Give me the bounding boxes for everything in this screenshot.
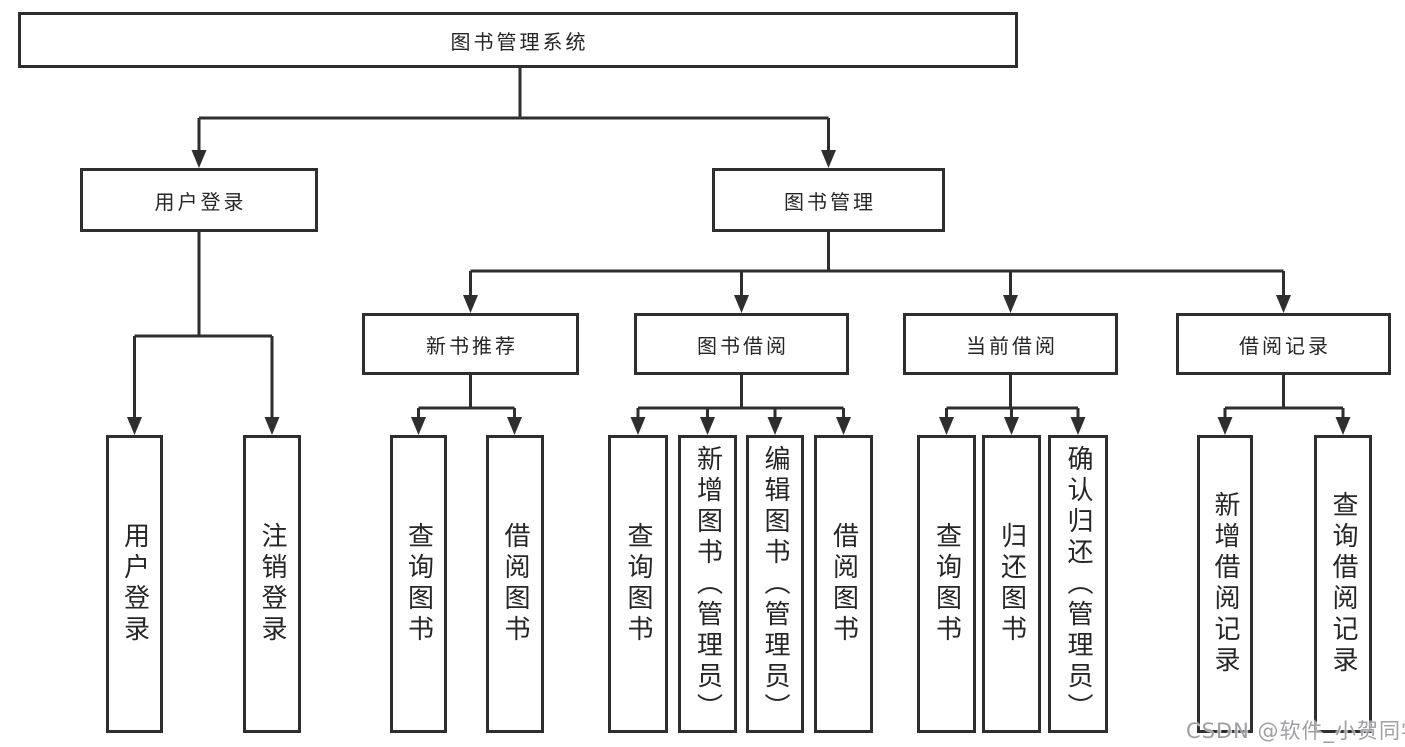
leaf-add-books-admin: 新增图书（管理员）	[678, 435, 737, 733]
arrow-icon	[191, 150, 207, 168]
node-label: 编辑图书（管理员）	[760, 444, 790, 724]
arrow-icon	[1070, 417, 1086, 435]
node-label: 新增借阅记录	[1210, 491, 1240, 677]
node-label: 新书推荐	[426, 333, 518, 358]
node-label: 当前借阅	[966, 333, 1058, 358]
arrow-icon	[1003, 295, 1018, 313]
node-label: 用户登录	[154, 189, 247, 214]
node-current-borrow: 当前借阅	[903, 313, 1118, 375]
node-label: 借阅图书	[828, 522, 859, 646]
node-user-login: 用户登录	[80, 168, 318, 232]
node-label: 确认归还（管理员）	[1063, 444, 1093, 724]
csdn-watermark: CSDN @软件_小贺同学	[1186, 719, 1405, 743]
arrow-icon	[734, 295, 749, 313]
node-label: 新增图书（管理员）	[692, 444, 723, 724]
node-label: 图书管理	[784, 189, 876, 214]
arrow-icon	[264, 417, 280, 435]
node-label: 查询图书	[403, 522, 434, 646]
connector-new-book-branch	[417, 375, 516, 419]
leaf-query-borrow-record: 查询借阅记录	[1314, 435, 1372, 733]
node-label: 借阅图书	[500, 522, 530, 646]
arrow-icon	[1276, 295, 1291, 313]
leaf-query-books-1: 查询图书	[390, 435, 447, 733]
node-label: 注销登录	[257, 522, 287, 646]
node-root-system: 图书管理系统	[18, 12, 1018, 68]
arrow-icon	[767, 417, 783, 435]
leaf-edit-books-admin: 编辑图书（管理员）	[746, 435, 804, 733]
connector-current-borrow-branch	[945, 375, 1080, 419]
node-borrow-records: 借阅记录	[1176, 313, 1391, 375]
arrow-icon	[700, 417, 715, 435]
node-label: 查询借阅记录	[1328, 491, 1358, 677]
node-label: 图书借阅	[697, 333, 789, 358]
arrow-icon	[1217, 417, 1233, 435]
leaf-query-books-3: 查询图书	[917, 435, 976, 733]
arrow-icon	[939, 417, 954, 435]
leaf-add-borrow-record: 新增借阅记录	[1197, 435, 1253, 733]
leaf-borrow-books-1: 借阅图书	[486, 435, 544, 733]
arrow-icon	[463, 295, 478, 313]
arrowheads	[127, 150, 1351, 435]
arrow-icon	[1004, 417, 1019, 435]
node-label: 查询图书	[931, 522, 962, 646]
arrow-icon	[127, 417, 142, 435]
node-label: 图书管理系统	[450, 29, 589, 54]
arrow-icon	[507, 417, 522, 435]
arrow-icon	[630, 417, 646, 435]
node-book-management: 图书管理	[712, 168, 945, 232]
arrow-icon	[1335, 417, 1351, 435]
leaf-user-login: 用户登录	[106, 435, 163, 733]
arrow-icon	[836, 417, 851, 435]
node-label: 用户登录	[119, 522, 150, 646]
node-new-book-recommend: 新书推荐	[362, 313, 579, 375]
arrow-icon	[411, 417, 426, 435]
node-label: 查询图书	[623, 522, 653, 646]
node-book-borrow: 图书借阅	[634, 313, 849, 375]
leaf-borrow-books-2: 借阅图书	[814, 435, 873, 733]
connector-borrow-records-branch	[1223, 375, 1345, 419]
leaf-logout: 注销登录	[243, 435, 301, 733]
connector-book-management-branch	[469, 232, 1285, 297]
arrow-icon	[821, 150, 836, 168]
connector-root-to-level2	[197, 68, 830, 152]
leaf-confirm-return-admin: 确认归还（管理员）	[1048, 435, 1108, 733]
connector-book-borrow-branch	[636, 375, 845, 419]
connector-user-login-branch	[133, 232, 274, 419]
node-label: 归还图书	[996, 522, 1027, 646]
leaf-return-books: 归还图书	[982, 435, 1041, 733]
leaf-query-books-2: 查询图书	[608, 435, 668, 733]
node-label: 借阅记录	[1239, 333, 1331, 358]
